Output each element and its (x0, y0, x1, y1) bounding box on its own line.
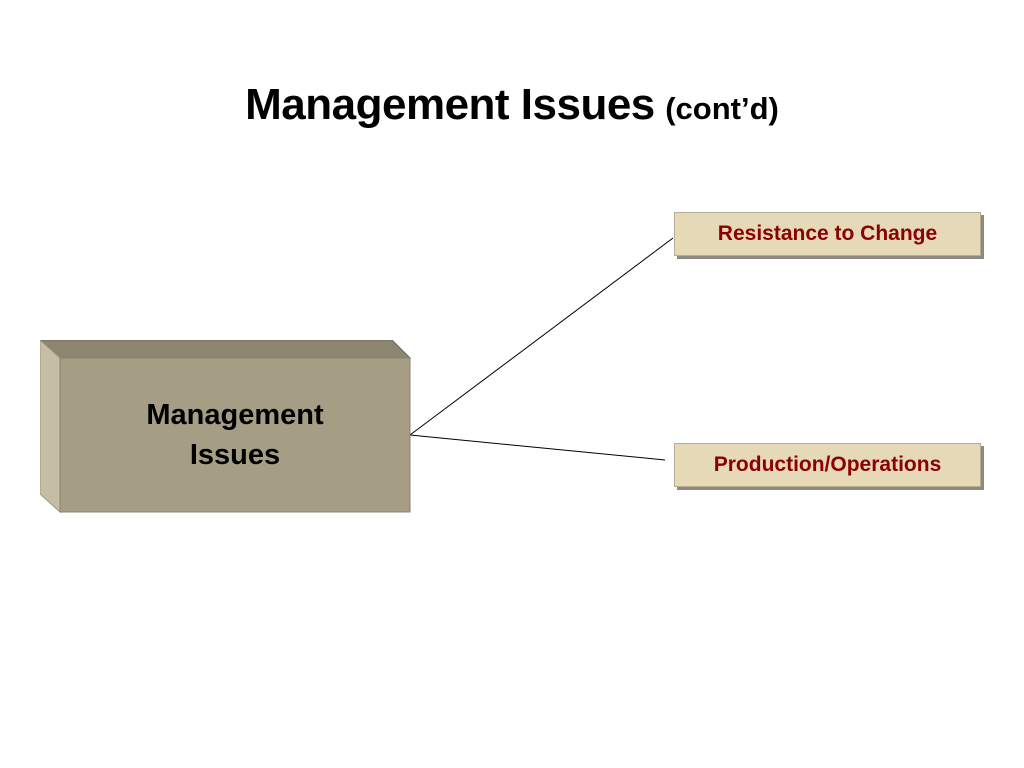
block-top-bevel (40, 340, 411, 359)
slide-title: Management Issues (cont’d) (0, 80, 1024, 130)
title-continued: (cont’d) (665, 91, 779, 126)
block-label-line-1: Management (146, 399, 324, 431)
block-label-line-2: Issues (189, 439, 281, 471)
management-issues-block (40, 340, 411, 514)
title-main: Management Issues (245, 80, 655, 129)
block-face (59, 357, 411, 513)
branch-resistance-to-change: Resistance to Change (674, 212, 981, 256)
block-left-bevel (40, 340, 61, 514)
connector-to-production-operations (409, 434, 666, 461)
branch-label: Production/Operations (713, 453, 942, 476)
management-issues-label: Management Issues (60, 358, 410, 512)
branch-label: Resistance to Change (717, 222, 938, 245)
branch-production-operations: Production/Operations (674, 443, 981, 487)
connector-to-resistance-to-change (409, 237, 674, 436)
